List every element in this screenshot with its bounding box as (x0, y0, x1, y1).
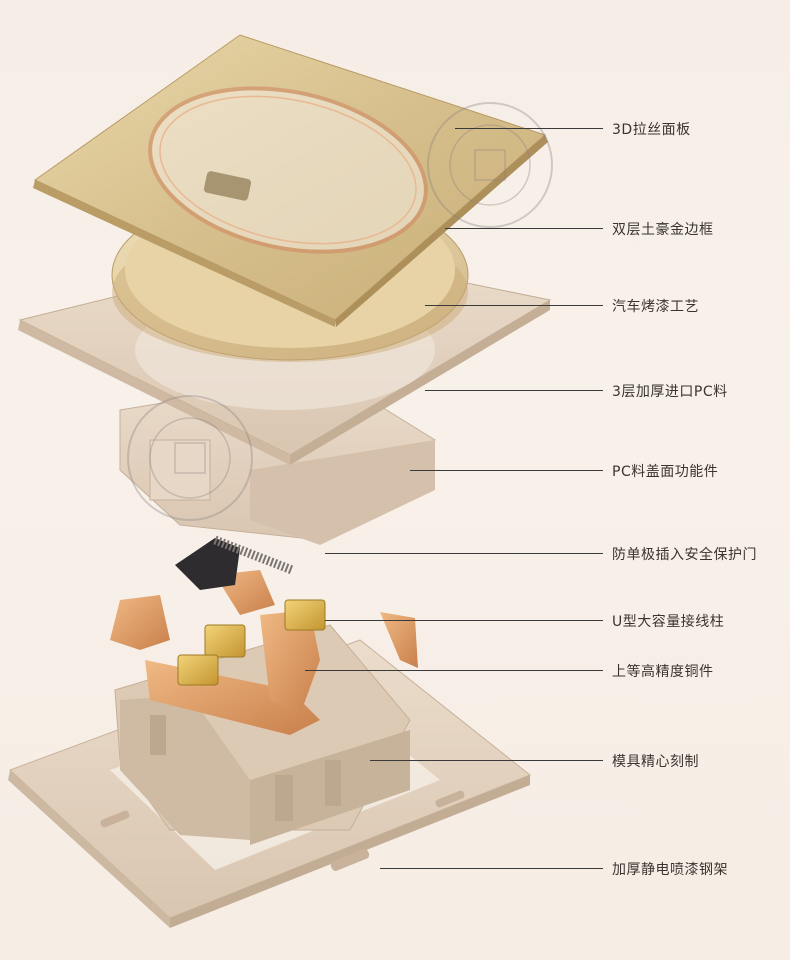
leader-line-10 (380, 868, 603, 869)
leader-line-6 (325, 553, 603, 554)
watermark-stamp-top (427, 102, 553, 228)
leader-line-2 (445, 228, 603, 229)
leader-line-3 (425, 305, 603, 306)
callout-u-terminal: U型大容量接线柱 (612, 614, 725, 630)
leader-line-7 (325, 620, 603, 621)
callout-pc-material: 3层加厚进口PC料 (612, 384, 728, 400)
leader-line-8 (305, 670, 603, 671)
leader-line-4 (425, 390, 603, 391)
leader-line-1 (455, 128, 603, 129)
callout-mold: 模具精心刻制 (612, 754, 699, 770)
brass-terminals (177, 599, 326, 686)
watermark-stamp-left (127, 395, 253, 521)
safety-shutter (175, 535, 294, 590)
brushed-face-panel (33, 34, 548, 327)
callout-face-panel: 3D拉丝面板 (612, 122, 691, 138)
callout-safety-shutter: 防单极插入安全保护门 (612, 547, 757, 563)
leader-line-9 (370, 760, 603, 761)
leader-line-5 (410, 470, 603, 471)
callout-paint-process: 汽车烤漆工艺 (612, 299, 699, 315)
callout-function-cover: PC料盖面功能件 (612, 464, 719, 480)
callout-copper-parts: 上等高精度铜件 (612, 664, 714, 680)
callout-steel-frame: 加厚静电喷漆钢架 (612, 862, 728, 878)
callout-gold-border: 双层土豪金边框 (612, 222, 714, 238)
